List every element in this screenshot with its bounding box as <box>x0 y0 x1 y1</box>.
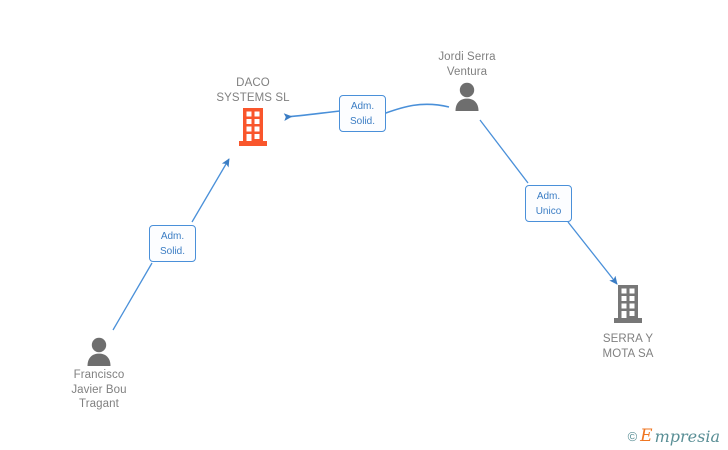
edge-label-line-2: Unico <box>535 206 562 217</box>
person-icon <box>39 336 159 366</box>
node-serra-y-mota-sa[interactable]: SERRA Y MOTA SA <box>568 284 688 361</box>
building-icon <box>568 284 688 330</box>
node-label-francisco: Francisco Javier Bou Tragant <box>71 369 127 410</box>
node-label-jordi: Jordi Serra Ventura <box>438 51 496 78</box>
node-jordi-serra-ventura[interactable]: Jordi Serra Ventura <box>407 50 527 127</box>
edge-label-line-2: Solid. <box>159 246 185 257</box>
node-daco-systems-sl[interactable]: DACO SYSTEMS SL <box>193 76 313 153</box>
node-francisco-javier-bou-tragant[interactable]: Francisco Javier Bou Tragant <box>39 336 159 412</box>
edge-label-line-1: Adm. <box>350 101 375 112</box>
edge-label-line-2: Solid. <box>349 116 375 127</box>
building-icon <box>193 107 313 153</box>
node-label-daco: DACO SYSTEMS SL <box>216 77 290 104</box>
watermark-brand-name: mpresia <box>654 427 720 446</box>
node-label-serra-y-mota: SERRA Y MOTA SA <box>602 333 654 360</box>
edge-label-jordi-daco[interactable]: Adm. Solid. <box>339 95 386 132</box>
copyright-icon: © <box>627 429 638 444</box>
edge-label-francisco-daco[interactable]: Adm. Solid. <box>149 225 196 262</box>
edge-label-jordi-serra-mota[interactable]: Adm. Unico <box>525 185 572 222</box>
person-icon <box>407 81 527 127</box>
empresia-watermark: © E mpresia <box>627 426 720 446</box>
edge-label-line-1: Adm. <box>536 191 561 202</box>
watermark-brand-initial: E <box>640 426 653 446</box>
edge-label-line-1: Adm. <box>160 231 185 242</box>
